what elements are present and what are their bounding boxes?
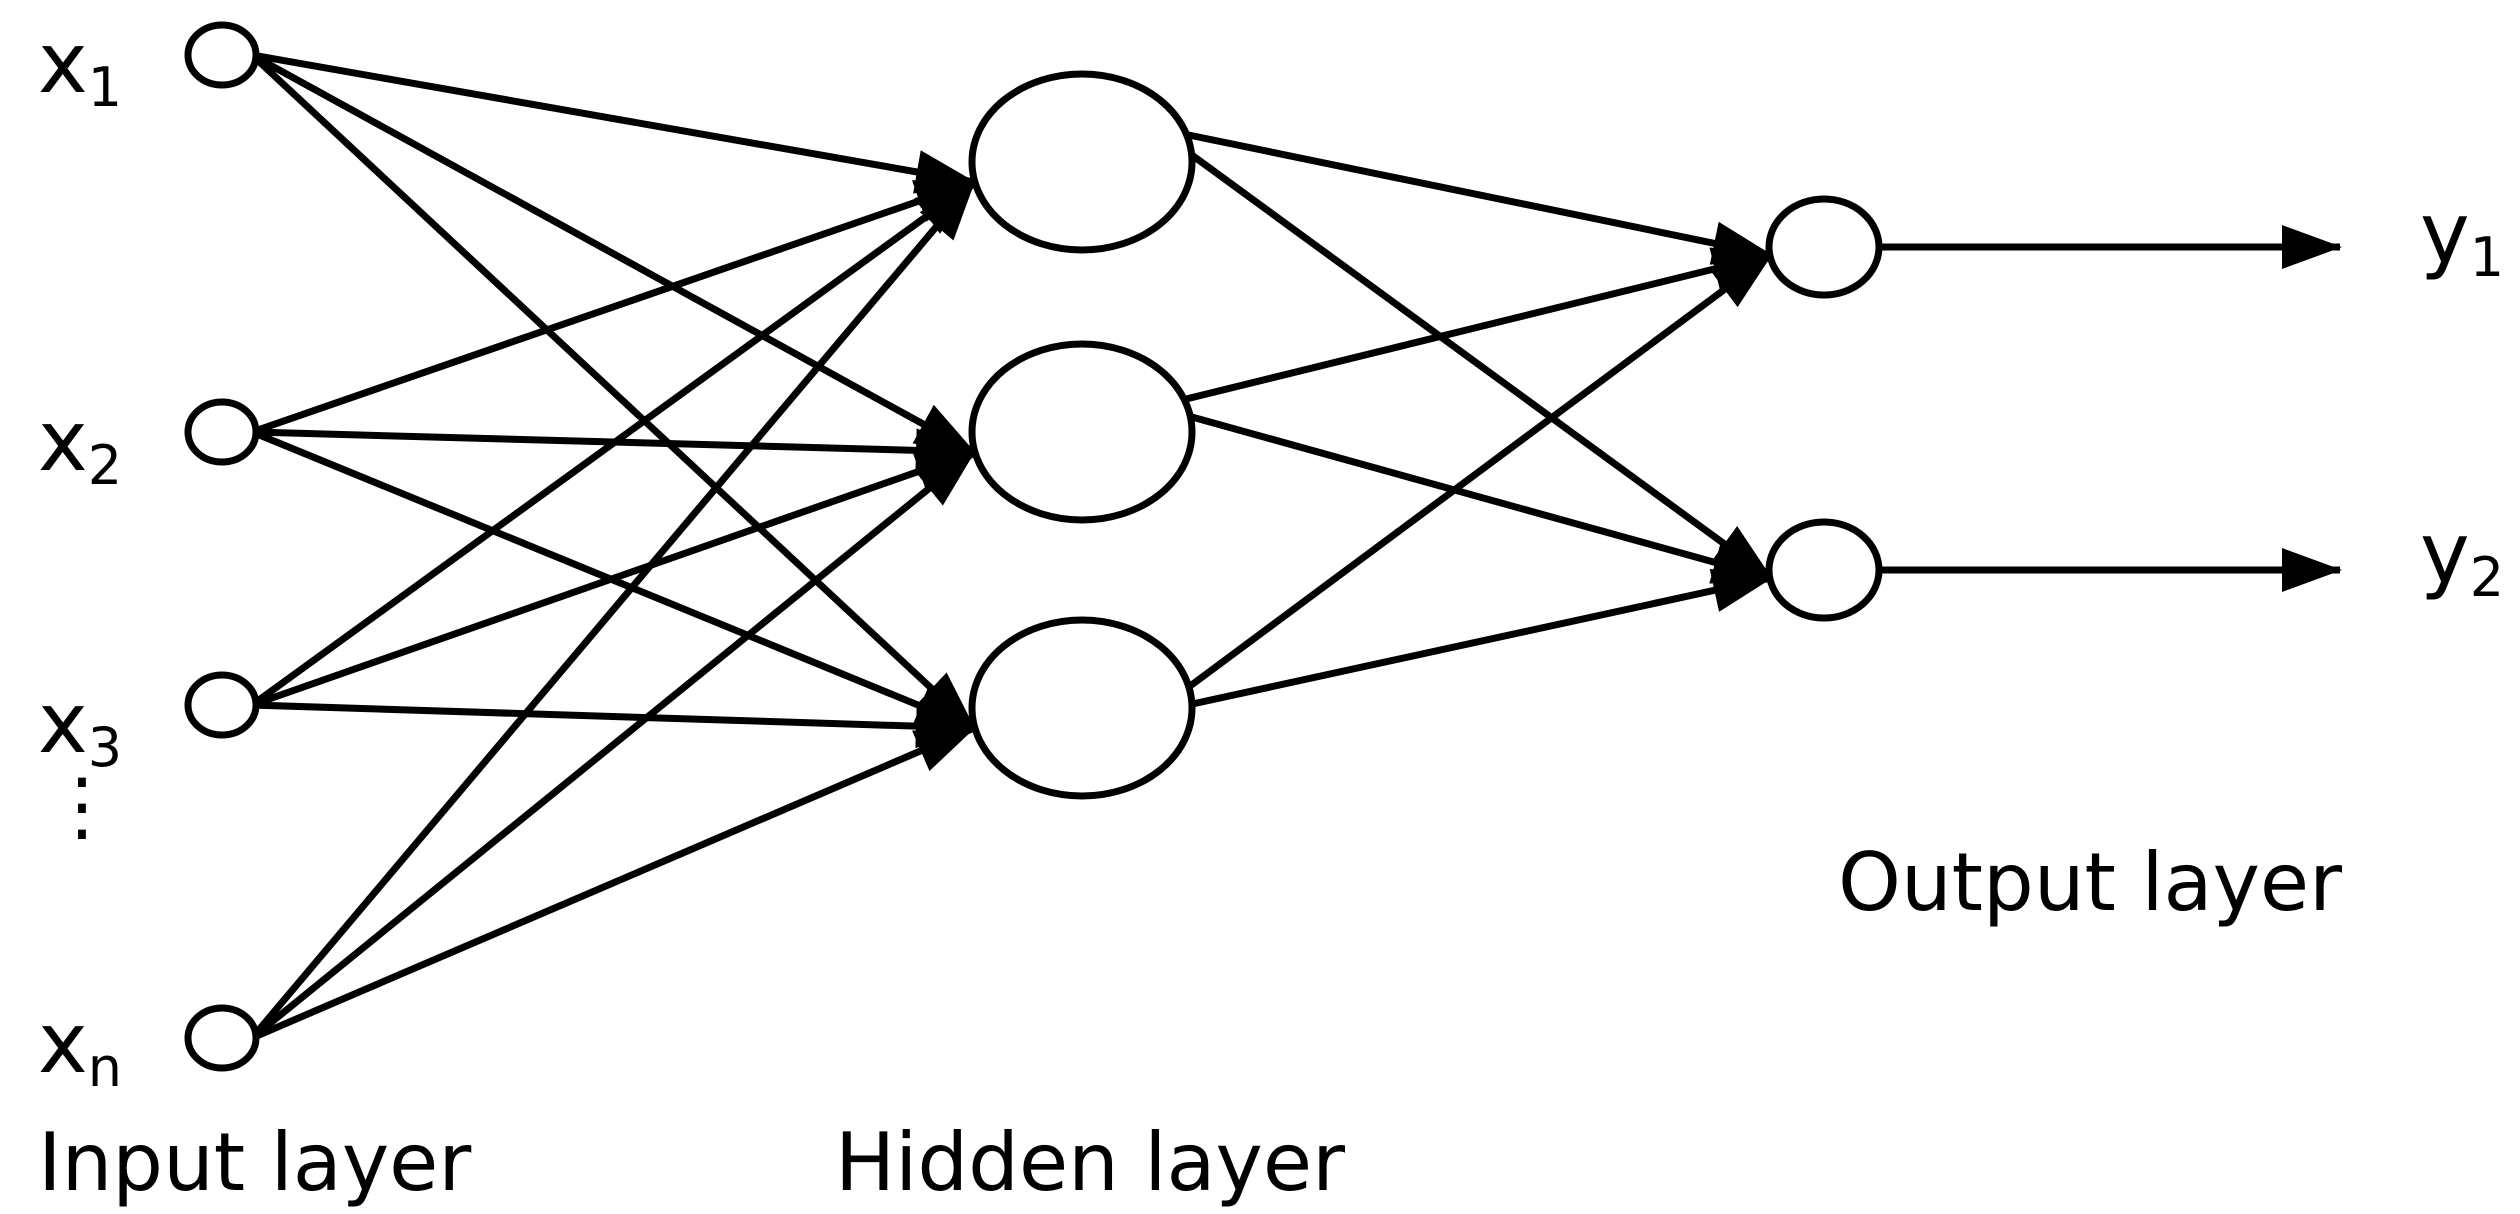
output-label-base: y bbox=[2420, 184, 2470, 282]
input-label-subscript: 3 bbox=[88, 716, 122, 779]
input-node-1 bbox=[184, 21, 260, 89]
edge-input-3-to-hidden-3 bbox=[251, 701, 976, 749]
input-label-subscript: n bbox=[88, 1036, 122, 1099]
output-layer-label: Output layer bbox=[1838, 836, 2342, 929]
input-label-1: x1 bbox=[38, 14, 122, 119]
edge-input-3-to-hidden-2 bbox=[250, 448, 976, 709]
input-node-2 bbox=[184, 398, 260, 466]
output-label-2: y2 bbox=[2420, 504, 2504, 609]
output-node-1 bbox=[1765, 195, 1883, 299]
edge-hidden-2-to-output-1 bbox=[1173, 247, 1773, 406]
input-label-subscript: 2 bbox=[88, 434, 122, 497]
hidden-node-3 bbox=[968, 616, 1196, 800]
output-label-subscript: 1 bbox=[2470, 226, 2504, 289]
edge-hidden-3-to-output-1 bbox=[1171, 252, 1774, 701]
input-label-base: x bbox=[38, 392, 88, 490]
connection-edges bbox=[249, 51, 2342, 1042]
hidden-node-2 bbox=[968, 340, 1196, 524]
input-label-4: xn bbox=[38, 994, 122, 1099]
input-label-2: x2 bbox=[38, 392, 122, 497]
output-label-1: y1 bbox=[2420, 184, 2504, 289]
edge-input-2-to-hidden-1 bbox=[250, 178, 976, 436]
input-node-3 bbox=[184, 671, 260, 739]
input-node-4 bbox=[184, 1004, 260, 1072]
input-label-3: x3 bbox=[38, 674, 122, 779]
edge-hidden-3-to-output-2 bbox=[1173, 568, 1773, 712]
input-ellipsis: ⋮ bbox=[44, 761, 120, 850]
hidden-layer-label: Hidden layer bbox=[835, 1116, 1345, 1209]
output-label-subscript: 2 bbox=[2470, 546, 2504, 609]
output-label-base: y bbox=[2420, 504, 2470, 602]
edge-input-4-to-hidden-2 bbox=[249, 449, 977, 1041]
edge-input-1-to-hidden-2 bbox=[250, 51, 976, 456]
edge-input-4-to-hidden-1 bbox=[249, 179, 977, 1041]
edge-input-1-to-hidden-1 bbox=[251, 51, 976, 194]
edge-hidden-1-to-output-2 bbox=[1171, 139, 1774, 581]
output-node-2 bbox=[1765, 518, 1883, 622]
network-nodes bbox=[184, 21, 1883, 1072]
hidden-node-1 bbox=[968, 70, 1196, 254]
edge-input-3-to-hidden-1 bbox=[249, 179, 977, 708]
input-label-base: x bbox=[38, 994, 88, 1092]
edge-hidden-1-to-output-1 bbox=[1173, 128, 1773, 265]
input-label-base: x bbox=[38, 674, 88, 772]
input-label-subscript: 1 bbox=[88, 56, 122, 119]
edge-input-4-to-hidden-3 bbox=[250, 724, 976, 1042]
edge-input-1-to-hidden-3 bbox=[249, 52, 977, 731]
input-label-base: x bbox=[38, 14, 88, 112]
edge-hidden-2-to-output-2 bbox=[1173, 408, 1773, 584]
input-layer-label: Input layer bbox=[38, 1116, 471, 1209]
